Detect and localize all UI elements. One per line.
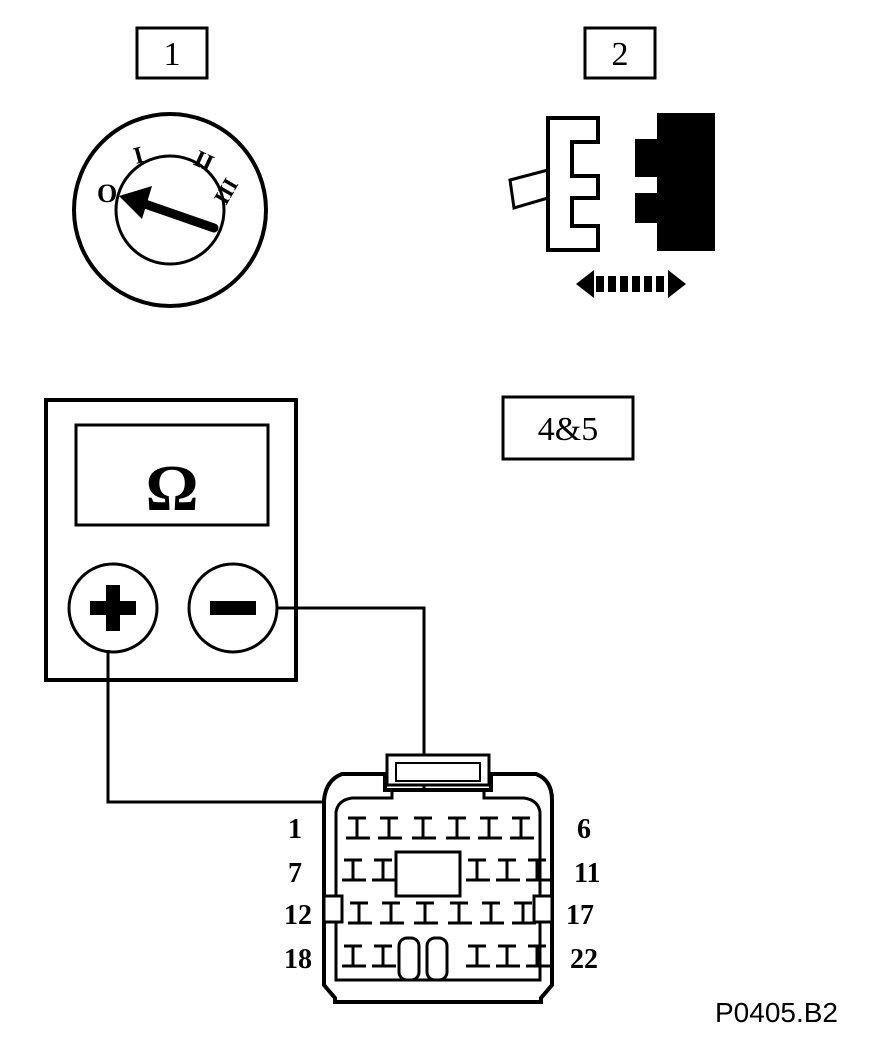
pin-15 — [448, 901, 472, 925]
pin-20 — [466, 944, 490, 968]
connector-face: 1 6 7 11 12 17 18 22 — [284, 753, 600, 1004]
pin-12 — [348, 901, 372, 925]
pin-22 — [526, 944, 550, 968]
minus-icon — [210, 601, 256, 615]
pin-2 — [378, 816, 402, 840]
pin-row-1 — [346, 816, 534, 840]
connector-disconnect-icon — [508, 113, 715, 298]
pin-8 — [372, 858, 396, 882]
pin-label-11: 11 — [574, 858, 600, 889]
ignition-pos-0: O — [97, 179, 117, 208]
step-1-box: 1 — [135, 26, 209, 80]
step-2-box: 2 — [583, 26, 657, 80]
pin-label-18: 18 — [284, 944, 312, 975]
ignition-switch-icon: O I II III — [72, 112, 268, 308]
pin-5 — [478, 816, 502, 840]
pin-row-2 — [342, 858, 550, 882]
step-4-5-box: 4&5 — [501, 395, 635, 461]
pin-6 — [510, 816, 534, 840]
pin-row-4 — [342, 944, 550, 968]
pin-10 — [496, 858, 520, 882]
pin-21 — [496, 944, 520, 968]
pin-label-12: 12 — [284, 900, 312, 931]
step-4-5-label: 4&5 — [538, 411, 598, 448]
pin-label-22: 22 — [570, 944, 598, 975]
step-1-label: 1 — [164, 36, 181, 73]
figure-code: P0405.B2 — [715, 997, 838, 1028]
pin-label-17: 17 — [566, 900, 594, 931]
pin-14 — [414, 901, 438, 925]
pin-4 — [446, 816, 470, 840]
pin-16 — [480, 901, 504, 925]
pin-19 — [372, 944, 396, 968]
pin-9 — [466, 858, 490, 882]
arrow-icon — [119, 186, 152, 219]
step-2-label: 2 — [612, 36, 629, 73]
pin-18 — [342, 944, 366, 968]
pin-13 — [380, 901, 404, 925]
meter-display — [74, 423, 270, 527]
pin-17 — [512, 901, 536, 925]
pin-3 — [412, 816, 436, 840]
pin-11 — [526, 858, 550, 882]
pin-1 — [346, 816, 370, 840]
pin-label-1: 1 — [288, 814, 302, 845]
pin-label-6: 6 — [577, 814, 591, 845]
ohm-symbol: Ω — [146, 452, 199, 525]
pin-label-7: 7 — [288, 858, 302, 889]
double-arrow-icon — [576, 270, 686, 298]
ohmmeter: Ω — [44, 398, 298, 682]
pin-row-3 — [348, 901, 536, 925]
pin-7 — [342, 858, 366, 882]
